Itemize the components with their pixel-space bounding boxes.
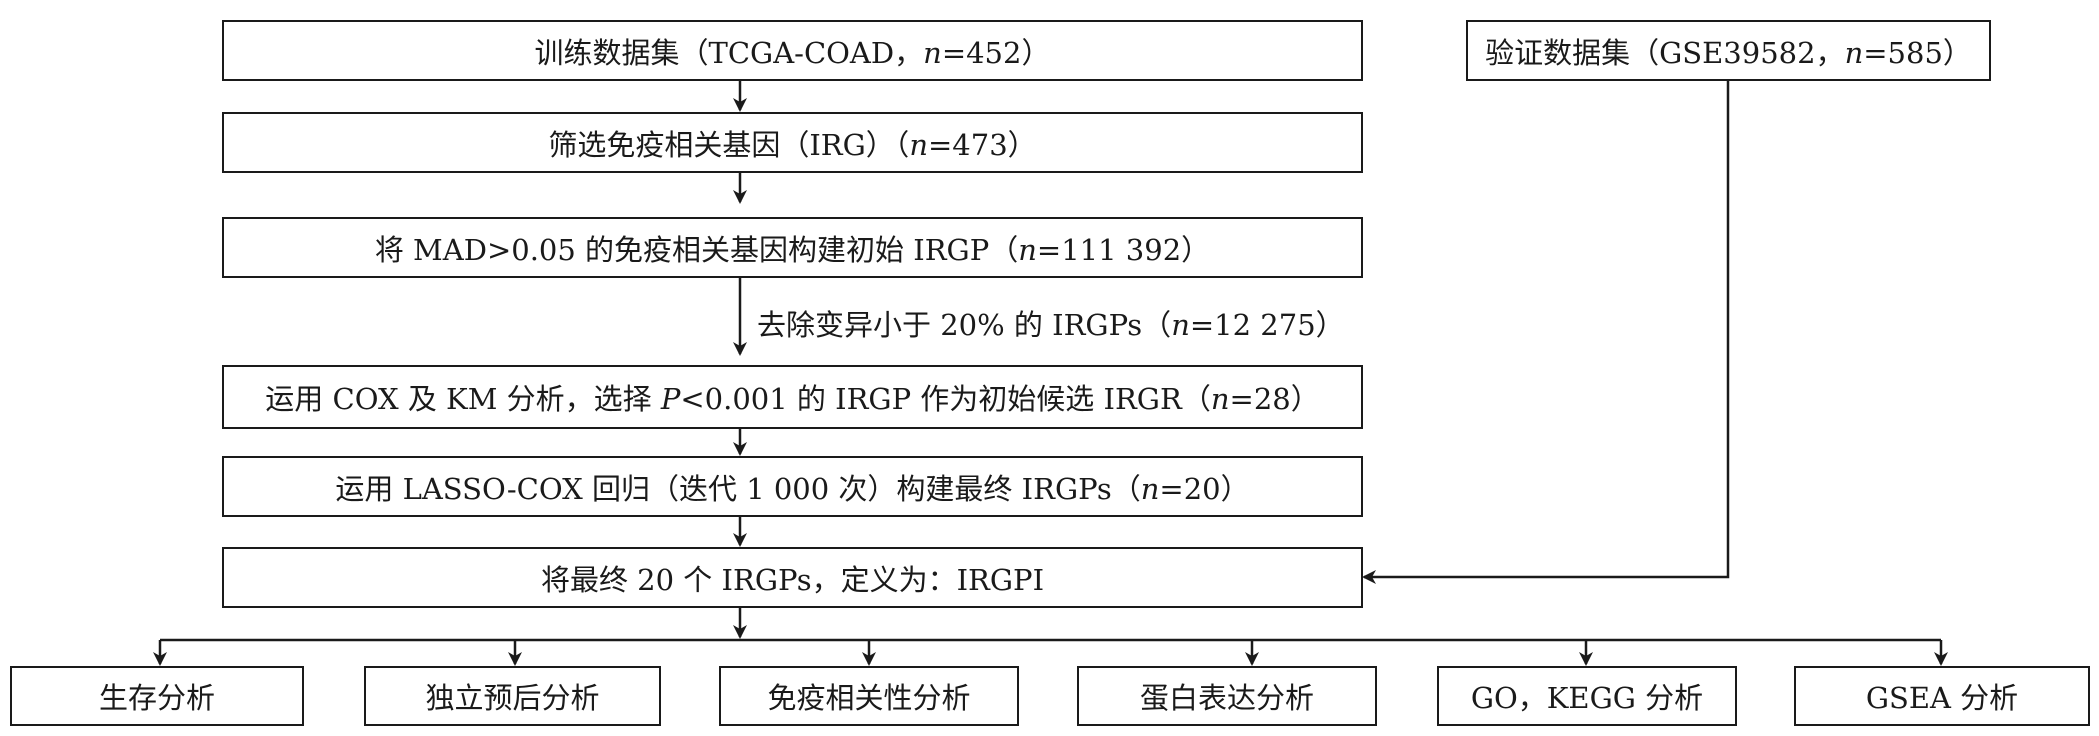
analysis-box-go-kegg: GO，KEGG 分析	[1437, 666, 1737, 726]
lasso-cox-box: 运用 LASSO-COX 回归（迭代 1 000 次）构建最终 IRGPs（n=…	[222, 456, 1363, 517]
validation-label: 验证数据集（GSE39582，n=585）	[1485, 35, 1972, 70]
arrow-validation-to-final	[1362, 81, 1730, 584]
cox-km-label: 运用 COX 及 KM 分析，选择 P<0.001 的 IRGP 作为初始候选 …	[265, 382, 1320, 416]
analysis-box-independent-prognosis: 独立预后分析	[364, 666, 661, 726]
training-dataset-box: 训练数据集（TCGA-COAD，n=452）	[222, 20, 1363, 81]
final-irgpi-label: 将最终 20 个 IRGPs，定义为：IRGPI	[540, 562, 1045, 597]
lasso-cox-label: 运用 LASSO-COX 回归（迭代 1 000 次）构建最终 IRGPs（n=…	[335, 471, 1250, 506]
analysis-label: GO，KEGG 分析	[1470, 681, 1704, 715]
initial-irgp-label: 将 MAD>0.05 的免疫相关基因构建初始 IRGP（n=111 392）	[374, 232, 1211, 267]
screen-irg-label: 筛选免疫相关基因（IRG）（n=473）	[548, 127, 1037, 162]
validation-dataset-box: 验证数据集（GSE39582，n=585）	[1466, 20, 1991, 81]
analysis-label: GSEA 分析	[1865, 681, 2019, 715]
analysis-box-gsea: GSEA 分析	[1794, 666, 2090, 726]
analysis-box-immune-correlation: 免疫相关性分析	[719, 666, 1019, 726]
analysis-label: 生存分析	[98, 681, 215, 715]
initial-irgp-box: 将 MAD>0.05 的免疫相关基因构建初始 IRGP（n=111 392）	[222, 217, 1363, 278]
training-label: 训练数据集（TCGA-COAD，n=452）	[534, 35, 1051, 70]
filter-edge-label: 去除变异小于 20% 的 IRGPs（n=12 275）	[757, 308, 1345, 342]
analysis-box-survival: 生存分析	[10, 666, 304, 726]
screen-irg-box: 筛选免疫相关基因（IRG）（n=473）	[222, 112, 1363, 173]
final-irgpi-box: 将最终 20 个 IRGPs，定义为：IRGPI	[222, 547, 1363, 608]
analysis-label: 独立预后分析	[425, 681, 600, 715]
cox-km-box: 运用 COX 及 KM 分析，选择 P<0.001 的 IRGP 作为初始候选 …	[222, 365, 1363, 429]
analysis-box-protein-expression: 蛋白表达分析	[1077, 666, 1377, 726]
analysis-label: 蛋白表达分析	[1139, 681, 1314, 715]
analysis-label: 免疫相关性分析	[767, 681, 971, 715]
